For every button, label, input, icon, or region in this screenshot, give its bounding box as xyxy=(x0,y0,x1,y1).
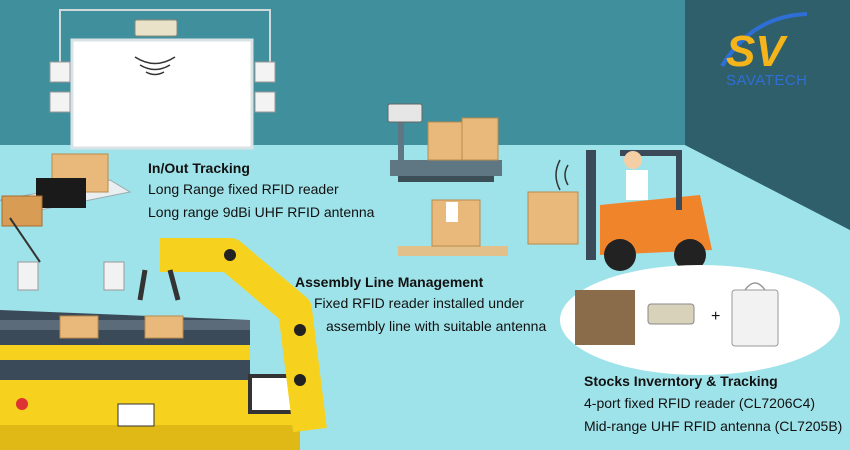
stocks-heading: Stocks Inverntory & Tracking xyxy=(584,373,778,389)
swoosh-icon xyxy=(720,12,808,68)
assembly-line-1: Fixed RFID reader installed under xyxy=(314,295,525,311)
rfid-antenna-panel xyxy=(17,261,39,291)
gripper xyxy=(137,269,181,301)
assembly-line xyxy=(0,261,304,450)
rfid-antenna-panel xyxy=(49,61,71,83)
dock-door xyxy=(49,9,276,150)
forklift-wheel xyxy=(674,239,706,271)
stop-button-icon xyxy=(16,398,28,410)
forklift xyxy=(527,150,712,271)
cardboard-box xyxy=(1,195,43,227)
in-out-line-1: Long Range fixed RFID reader xyxy=(148,181,339,197)
fixed-rfid-reader xyxy=(647,303,695,325)
uhf-rfid-antenna xyxy=(731,289,779,347)
panel-screen xyxy=(117,403,155,427)
inbound-conveyor xyxy=(0,153,132,263)
assembly-heading: Assembly Line Management xyxy=(295,274,484,290)
driver-body xyxy=(626,170,648,200)
in-out-line-2: Long range 9dBi UHF RFID antenna xyxy=(148,204,375,220)
rfid-reader-box xyxy=(134,19,178,37)
rfid-antenna-panel xyxy=(254,91,276,113)
rfid-antenna-panel xyxy=(103,261,125,291)
signal-waves-icon xyxy=(134,56,176,65)
in-out-heading: In/Out Tracking xyxy=(148,160,250,176)
cardboard-box xyxy=(144,315,184,339)
inventory-inset xyxy=(560,265,840,375)
cardboard-box xyxy=(59,315,99,339)
forklift-wheel xyxy=(604,239,636,271)
plus-sign: + xyxy=(711,308,721,325)
rfid-reader-gate xyxy=(36,178,86,208)
cardboard-box xyxy=(527,191,579,245)
brand-logo: SV xyxy=(720,12,808,76)
pallet xyxy=(398,199,508,256)
scale-display xyxy=(387,103,423,123)
weighing-scale xyxy=(387,103,502,182)
shelf-image xyxy=(575,290,635,345)
driver-head xyxy=(624,151,642,169)
cardboard-box xyxy=(461,117,499,161)
brand-monogram: SV xyxy=(726,27,788,76)
robot-arm xyxy=(137,238,327,433)
rfid-antenna-panel xyxy=(254,61,276,83)
stocks-line-1: 4-port fixed RFID reader (CL7206C4) xyxy=(584,395,816,411)
stocks-line-2: Mid-range UHF RFID antenna (CL7205B) xyxy=(584,418,843,434)
signal-waves-icon xyxy=(555,159,561,191)
rfid-antenna-panel xyxy=(49,91,71,113)
assembly-line-2: assembly line with suitable antenna xyxy=(326,318,547,334)
brand-name: SAVATECH xyxy=(726,72,808,89)
cardboard-box xyxy=(427,121,465,161)
